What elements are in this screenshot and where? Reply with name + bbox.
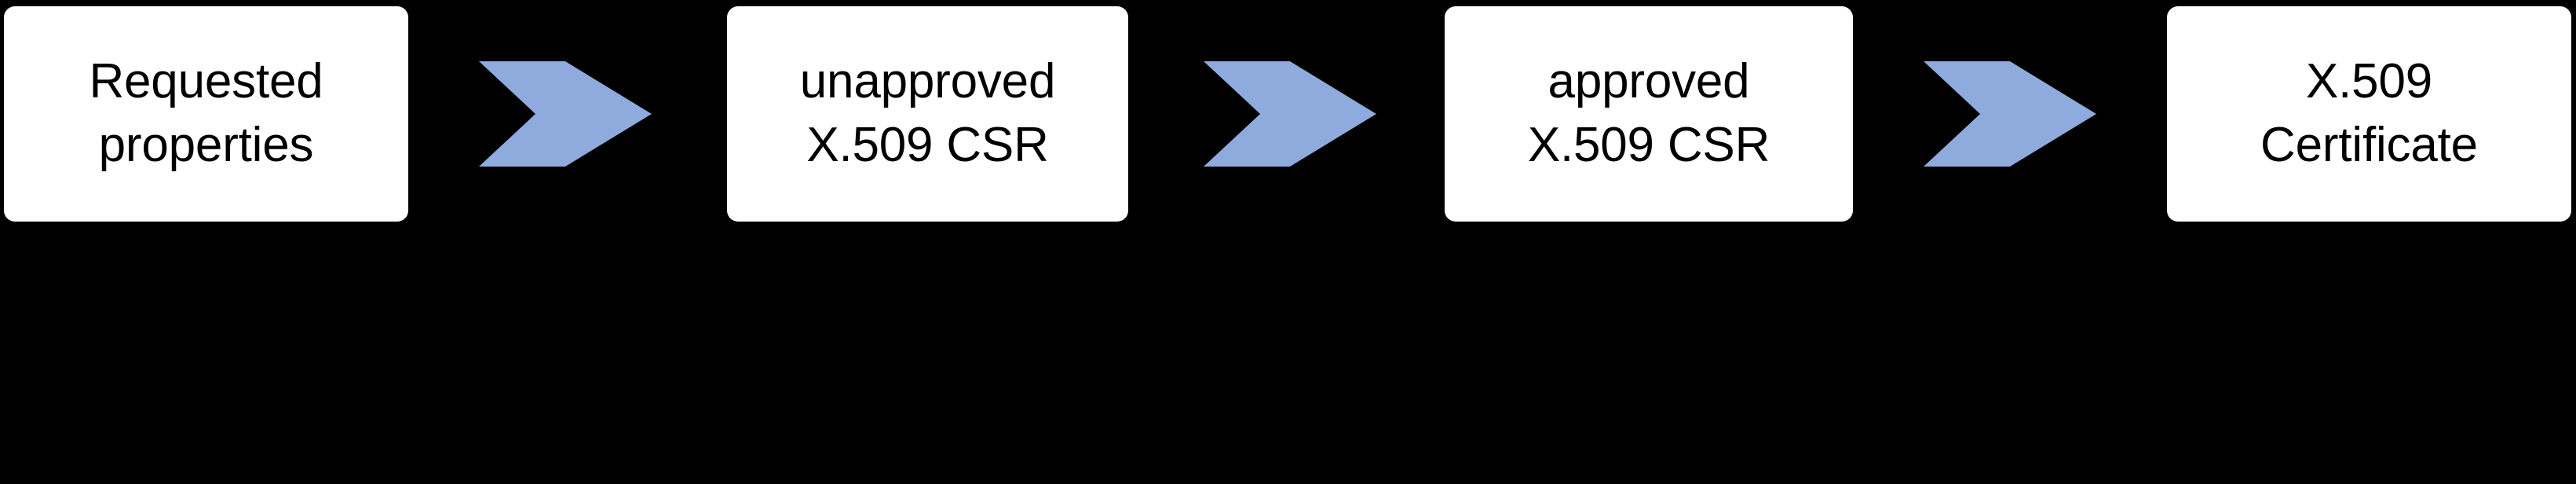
flow-node-requested-properties[interactable]: Requested properties — [4, 6, 408, 222]
flow-node-label-line2: X.509 CSR — [1527, 118, 1770, 172]
flow-node-label-line2: properties — [98, 118, 314, 172]
chevron-right-icon — [1924, 61, 2096, 167]
flow-node-label-line2: Certificate — [2260, 118, 2478, 172]
flow-node-label-line1: approved — [1547, 54, 1750, 109]
chevron-right-icon — [479, 61, 652, 167]
flow-node-label-line1: unapproved — [799, 54, 1056, 109]
flow-node-label-line1: Requested — [89, 54, 323, 109]
flow-node-x509-certificate[interactable]: X.509 Certificate — [2167, 6, 2571, 222]
chevron-right-icon — [1204, 61, 1376, 167]
flow-node-unapproved-csr[interactable]: unapproved X.509 CSR — [727, 6, 1128, 222]
flow-node-label-line2: X.509 CSR — [806, 118, 1049, 172]
flow-node-label-line1: X.509 — [2305, 54, 2433, 109]
flow-node-approved-csr[interactable]: approved X.509 CSR — [1445, 6, 1853, 222]
